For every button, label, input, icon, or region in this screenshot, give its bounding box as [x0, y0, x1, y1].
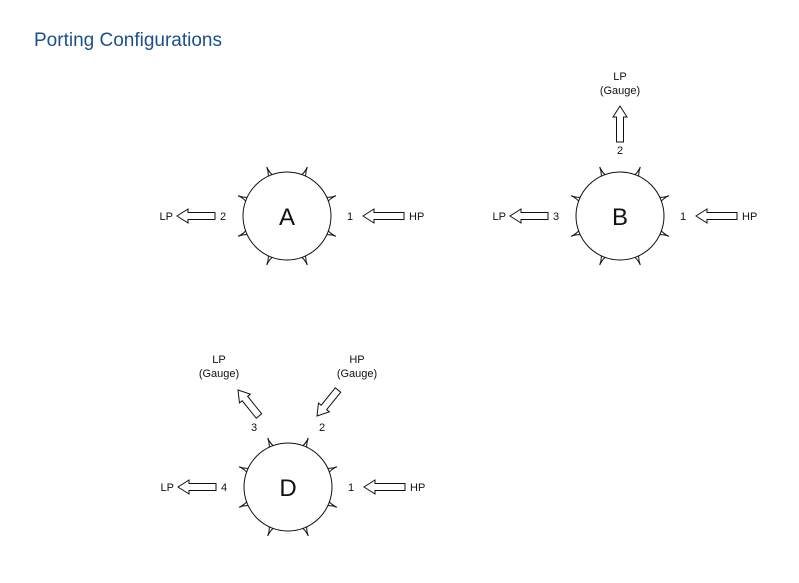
- config-a: A 1 HP 2 LP: [160, 166, 424, 266]
- inlet-arrow-icon: [363, 479, 406, 495]
- outlet-arrow-icon: [177, 479, 217, 495]
- valve-inner-circle: [575, 171, 665, 261]
- port-number: 3: [251, 422, 257, 434]
- outlet-arrow-icon: [237, 389, 263, 419]
- config-letter: A: [279, 204, 295, 231]
- port-sublabel: (Gauge): [199, 368, 239, 380]
- port-number: 2: [220, 211, 226, 223]
- port-2: 2 LP: [160, 208, 226, 224]
- config-letter: D: [279, 475, 296, 502]
- port-number: 3: [553, 211, 559, 223]
- port-2: 2 HP (Gauge): [316, 354, 377, 434]
- port-sublabel: (Gauge): [337, 368, 377, 380]
- port-sublabel: (Gauge): [600, 85, 640, 97]
- page-title: Porting Configurations: [34, 30, 222, 51]
- port-number: 4: [221, 482, 227, 494]
- port-number: 1: [347, 211, 353, 223]
- port-label: HP: [410, 482, 425, 494]
- port-label: HP: [742, 211, 757, 223]
- outlet-arrow-icon: [509, 208, 549, 224]
- port-label: LP: [212, 354, 225, 366]
- port-label: LP: [160, 211, 173, 223]
- port-label: HP: [349, 354, 364, 366]
- port-3: 3 LP (Gauge): [199, 354, 263, 434]
- port-1: 1 HP: [348, 479, 425, 495]
- port-label: LP: [161, 482, 174, 494]
- port-label: HP: [409, 211, 424, 223]
- port-number: 1: [680, 211, 686, 223]
- outlet-arrow-icon: [176, 208, 216, 224]
- port-number: 2: [617, 145, 623, 157]
- port-label: LP: [613, 71, 626, 83]
- outlet-arrow-icon: [612, 105, 628, 143]
- valve-inner-circle: [242, 171, 332, 261]
- port-3: 3 LP: [493, 208, 559, 224]
- inlet-arrow-icon: [695, 208, 738, 224]
- config-letter: B: [612, 204, 628, 231]
- port-4: 4 LP: [161, 479, 227, 495]
- port-1: 1 HP: [347, 208, 424, 224]
- port-number: 2: [319, 422, 325, 434]
- inlet-arrow-icon: [362, 208, 405, 224]
- inlet-arrow-icon: [316, 387, 342, 417]
- port-label: LP: [493, 211, 506, 223]
- port-2: 2 LP (Gauge): [600, 71, 640, 157]
- port-number: 1: [348, 482, 354, 494]
- valve-inner-circle: [243, 442, 333, 532]
- port-1: 1 HP: [680, 208, 757, 224]
